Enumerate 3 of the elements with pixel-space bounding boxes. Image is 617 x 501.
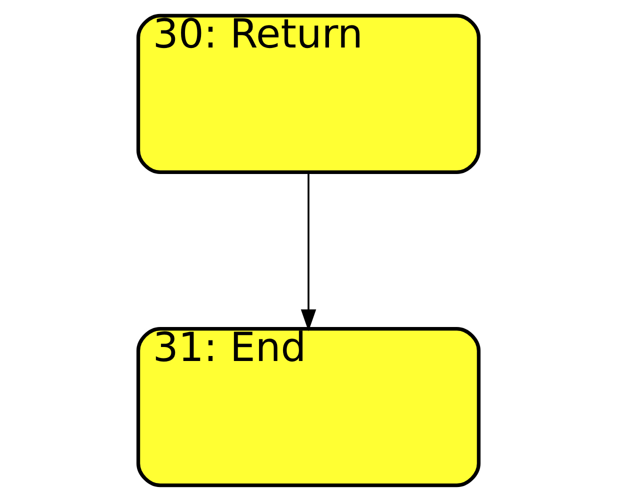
node-box: 31: End (136, 326, 481, 488)
node-box: 30: Return (136, 14, 481, 174)
arrow (300, 172, 316, 332)
